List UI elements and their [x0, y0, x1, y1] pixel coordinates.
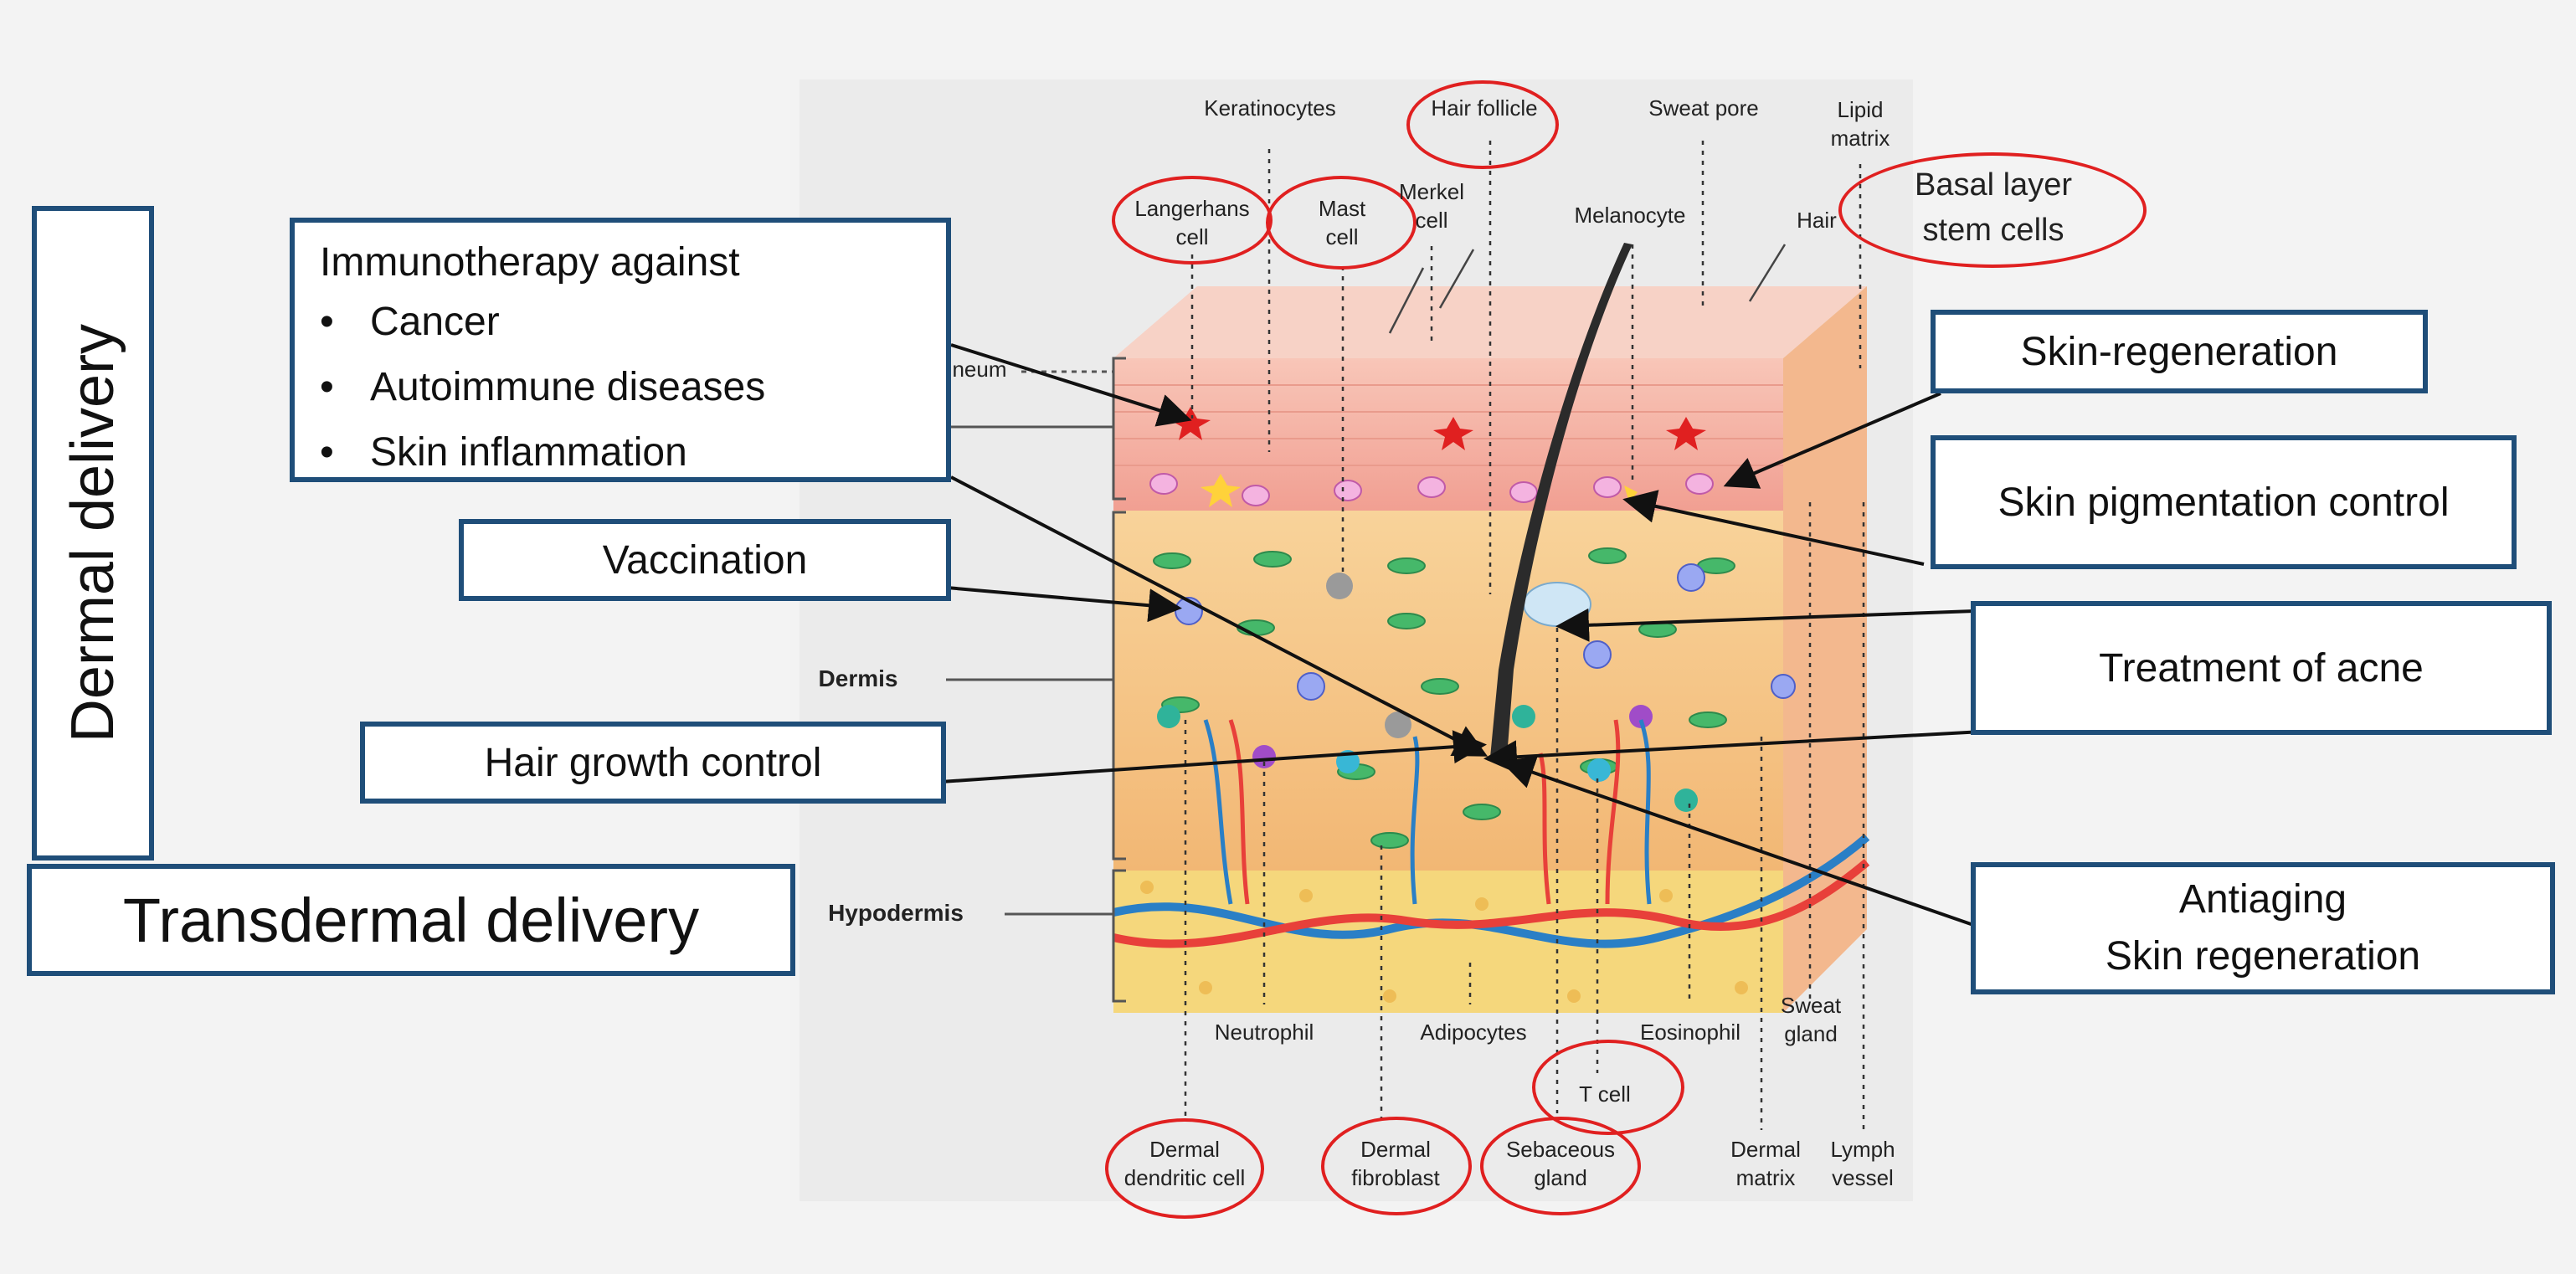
layer-brackets: [938, 357, 1126, 1003]
label-stratum-fragment: neum: [952, 357, 1007, 382]
immunotherapy-item: Skin inflammation: [353, 420, 946, 485]
oval-dermal-dendritic: [1105, 1118, 1264, 1219]
hair-shaft: [1490, 243, 1632, 758]
sebaceous-gland-shape: [1523, 582, 1591, 627]
oval-dermal-fibroblast: [1321, 1117, 1472, 1215]
immunotherapy-box: Immunotherapy against Cancer Autoimmune …: [290, 218, 951, 482]
label-t-cell: T cell: [1579, 1081, 1631, 1107]
dermal-delivery-box: Dermal delivery: [32, 206, 154, 860]
oval-hair-follicle: [1406, 80, 1559, 169]
pigmentation-box: Skin pigmentation control: [1931, 435, 2517, 569]
skin-regeneration-label: Skin-regeneration: [2020, 329, 2338, 374]
transdermal-delivery-label: Transdermal delivery: [122, 885, 700, 955]
immunotherapy-title: Immunotherapy against: [320, 240, 740, 285]
mast-cells: [1326, 573, 1411, 738]
solid-leaders: [1388, 244, 1787, 334]
hair-growth-box: Hair growth control: [360, 722, 946, 804]
hair-growth-label: Hair growth control: [484, 740, 822, 785]
oval-mast-cell: [1266, 176, 1417, 270]
label-eosinophil: Eosinophil: [1640, 1020, 1740, 1045]
dermal-delivery-label: Dermal delivery: [59, 323, 126, 743]
label-hair-follicle: Hair follicle: [1431, 95, 1538, 121]
antiaging-box: Antiaging Skin regeneration: [1971, 862, 2555, 994]
acne-box: Treatment of acne: [1971, 601, 2552, 735]
antiaging-line: Antiaging: [2178, 877, 2347, 922]
leader-lines: [1184, 141, 1865, 1130]
label-hair: Hair: [1797, 208, 1837, 233]
pigmentation-label: Skin pigmentation control: [1998, 480, 2450, 525]
vein: [1112, 834, 1870, 948]
oval-sebaceous-gland: [1480, 1117, 1641, 1215]
pointer-arrows: [927, 343, 1983, 927]
label-dermis: Dermis: [818, 665, 898, 691]
immunotherapy-item: Cancer: [353, 290, 946, 355]
artery: [1112, 859, 1870, 948]
vaccination-label: Vaccination: [602, 537, 808, 583]
acne-label: Treatment of acne: [2099, 645, 2424, 691]
label-adipocytes: Adipocytes: [1420, 1020, 1527, 1045]
skin-side-face: [1783, 286, 1867, 1013]
basal-cells: [1149, 473, 1714, 506]
immunotherapy-list: Cancer Autoimmune diseases Skin inflamma…: [320, 290, 946, 485]
antiaging-label: Antiaging Skin regeneration: [2106, 871, 2420, 985]
immunotherapy-item: Autoimmune diseases: [353, 355, 946, 420]
transdermal-delivery-box: Transdermal delivery: [27, 864, 795, 976]
label-hypodermis: Hypodermis: [828, 900, 964, 926]
label-neutrophil: Neutrophil: [1214, 1020, 1314, 1045]
label-sweat-pore: Sweat pore: [1648, 95, 1759, 121]
adipocyte-pattern: [1140, 881, 1748, 1003]
label-melanocyte: Melanocyte: [1574, 203, 1686, 228]
vaccination-box: Vaccination: [459, 519, 951, 601]
oval-basal-layer: [1838, 152, 2147, 268]
antiaging-line: Skin regeneration: [2105, 934, 2421, 979]
label-keratinocytes: Keratinocytes: [1204, 95, 1336, 121]
skin-regeneration-box: Skin-regeneration: [1931, 310, 2428, 393]
